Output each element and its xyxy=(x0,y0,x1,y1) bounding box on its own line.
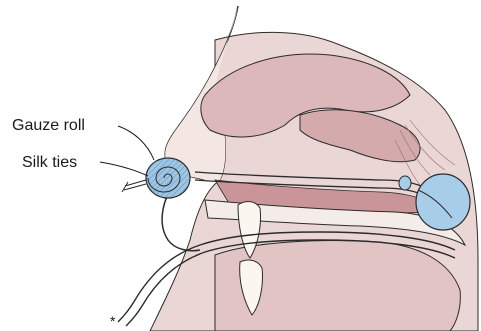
gauze-leader-line xyxy=(118,126,154,160)
gauze-roll-graphic xyxy=(146,158,190,198)
silk-leader-line xyxy=(100,162,148,176)
silk-ties-label: Silk ties xyxy=(22,155,77,171)
gauze-roll-label: Gauze roll xyxy=(12,118,85,134)
asterisk-label: * xyxy=(110,314,115,328)
posterior-balloon xyxy=(416,174,470,230)
balloon-tip xyxy=(399,176,411,190)
silk-tie-ends xyxy=(122,180,146,192)
